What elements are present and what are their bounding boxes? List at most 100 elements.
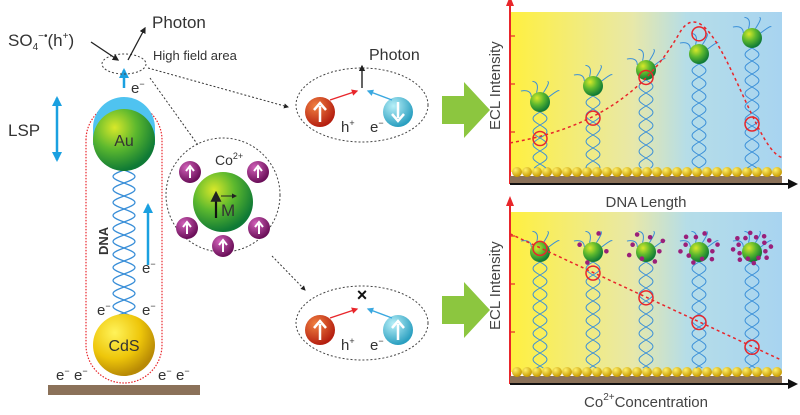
cobalt-ion <box>768 244 774 249</box>
chart-substrate <box>510 176 782 183</box>
au-nanoparticle <box>93 109 155 171</box>
electron-label: e− <box>74 366 88 384</box>
gold-bead <box>742 367 752 377</box>
cobalt-ion <box>735 235 740 241</box>
cobalt-ion <box>577 242 582 247</box>
dna-strand <box>691 63 707 169</box>
ligand <box>702 230 708 243</box>
electron-label: e− <box>142 259 156 277</box>
gold-bead <box>652 167 662 177</box>
ligand <box>707 42 719 50</box>
electron-label: e− <box>176 366 190 384</box>
gold-bead <box>672 167 682 177</box>
cobalt-ion <box>743 235 748 241</box>
ligand <box>755 16 761 29</box>
connector-to-cobalt <box>149 77 199 146</box>
gold-bead <box>762 367 772 377</box>
spin-up-icon <box>182 220 192 234</box>
data-point <box>532 240 548 257</box>
gold-bead <box>732 167 742 177</box>
cobalt-ion <box>756 255 761 261</box>
cobalt-ion <box>630 242 635 247</box>
cobalt-label: Co2+ <box>215 151 243 168</box>
gold-bead <box>692 167 702 177</box>
dna-strand <box>585 95 601 168</box>
data-point <box>532 130 548 147</box>
sulfate-radical-label: SO4−•(h+) <box>8 31 74 53</box>
dna-strand <box>585 95 601 168</box>
radical-arrow <box>90 41 120 61</box>
dna-label: DNA <box>96 226 111 255</box>
ligand <box>596 230 602 243</box>
gold-bead <box>662 367 672 377</box>
gold-bead <box>702 367 712 377</box>
gold-bead <box>562 367 572 377</box>
dna-strand <box>638 79 654 169</box>
dna-strand <box>532 111 548 169</box>
cobalt-ion <box>737 257 743 262</box>
connector-to-bottom-process <box>271 255 306 291</box>
cobalt-panel: M Co2+ <box>165 137 281 257</box>
y-axis-label: ECL Intensity <box>487 41 504 130</box>
cobalt-ion <box>745 256 751 261</box>
cobalt-ion <box>660 238 666 244</box>
dna-strand <box>532 111 548 169</box>
gold-bead <box>722 167 732 177</box>
ligand <box>626 58 638 66</box>
magnetic-nanoparticle <box>193 172 253 232</box>
photon-label: Photon <box>369 47 420 64</box>
cobalt-ion <box>691 260 696 265</box>
gold-bead <box>712 367 722 377</box>
cobalt-ion <box>585 260 590 265</box>
gold-bead <box>542 167 552 177</box>
cobalt-ion <box>736 242 741 247</box>
ligand <box>649 48 655 61</box>
dna-strand <box>638 79 654 169</box>
ligand <box>520 90 532 98</box>
spin-up-icon <box>185 164 195 178</box>
gold-bead <box>522 167 532 177</box>
electron-path-arrow <box>366 307 393 319</box>
gold-bead <box>582 367 592 377</box>
gold-bead <box>582 167 592 177</box>
ligand <box>744 16 750 29</box>
cobalt-ion <box>747 230 753 236</box>
top-process: Photon h+ e− <box>295 47 429 143</box>
cobalt-ion <box>761 234 767 239</box>
electron-path-arrow <box>366 89 393 101</box>
ligand <box>573 240 585 248</box>
gold-bead <box>562 167 572 177</box>
cobalt-ion <box>657 249 662 254</box>
spin-up-icon <box>391 319 405 340</box>
data-point <box>744 339 760 356</box>
ligand <box>691 230 697 243</box>
ligand <box>760 26 772 34</box>
au-nanoparticle <box>583 242 603 262</box>
electron-label: e− <box>158 366 172 384</box>
ligand <box>548 240 560 248</box>
gold-bead <box>632 367 642 377</box>
cobalt-ion <box>763 249 768 254</box>
gold-bead <box>532 367 542 377</box>
hole-label: h+ <box>341 336 355 354</box>
chart-background <box>510 212 782 372</box>
dna-strand <box>638 261 654 369</box>
cobalt-ion <box>683 242 688 247</box>
y-axis-arrowhead <box>506 0 514 6</box>
gold-bead <box>592 167 602 177</box>
gold-bead <box>622 167 632 177</box>
connector-to-top-process <box>147 67 289 109</box>
gold-bead <box>712 167 722 177</box>
blocked-recombination-zoom <box>295 285 429 361</box>
ligand <box>532 230 538 243</box>
spin-up-icon <box>313 101 327 122</box>
lsp-label: LSP <box>8 121 40 140</box>
cobalt-ion <box>764 255 769 261</box>
cobalt-ions <box>176 161 270 257</box>
cobalt-ion <box>678 249 683 254</box>
ligand <box>649 230 655 243</box>
electron-label: e− <box>142 301 156 319</box>
cobalt-ion <box>596 231 601 236</box>
ligand <box>679 42 691 50</box>
